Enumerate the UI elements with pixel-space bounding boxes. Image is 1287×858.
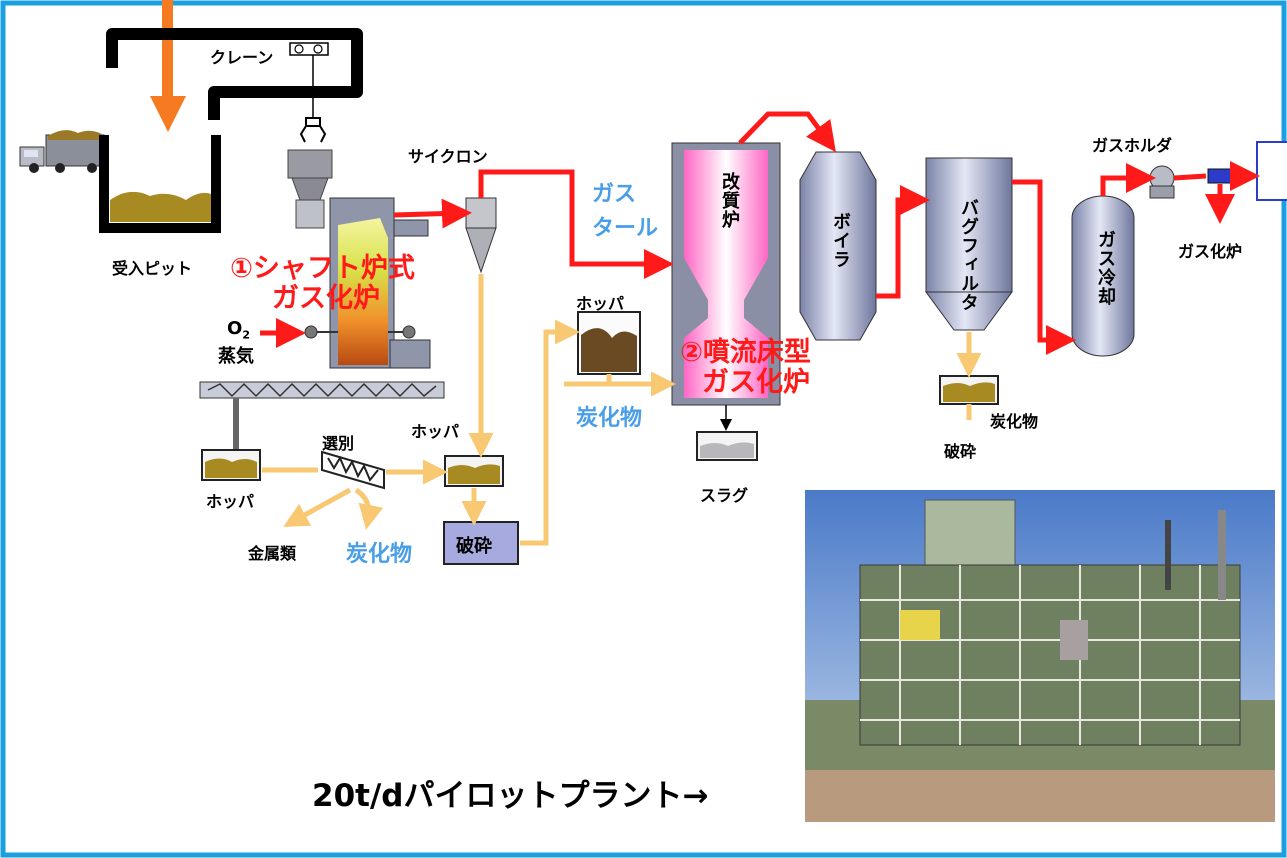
gas-holder-label: ガスホルダ [1092, 136, 1173, 155]
crane-label: クレーン [210, 48, 274, 67]
hopper-3 [577, 311, 641, 375]
steam-label: 蒸気 [218, 346, 254, 367]
shaft-furnace-title-line2: ガス化炉 [272, 283, 380, 314]
bag-filter-vessel [925, 157, 1013, 331]
to-gasifier-label: ガス化炉 [1178, 242, 1243, 261]
cyclone-icon [465, 197, 497, 274]
shaft-furnace-title-line1: ①シャフト炉式 [230, 253, 415, 284]
feed-arrow [150, 0, 186, 132]
solid-lines [262, 274, 982, 546]
crane-rail [106, 28, 363, 120]
bag-filter-label: バグフィルタ [958, 198, 979, 312]
reformer-vessel [671, 142, 781, 406]
hopper-label-middle: ホッパ [411, 422, 460, 441]
truck-icon [19, 130, 105, 173]
pit-label: 受入ピット [112, 259, 193, 278]
o2-text: O [227, 318, 243, 339]
gas-cooling-label: ガス冷却 [1095, 230, 1116, 306]
hopper-2 [444, 455, 504, 487]
gas-label: ガス [592, 182, 637, 207]
reformer-label: 改質炉 [719, 172, 740, 229]
sorting-label: 選別 [322, 434, 355, 453]
shaft-furnace [287, 149, 431, 369]
boiler-label: ボイラ [830, 212, 851, 269]
hopper-label-left: ホッパ [206, 492, 255, 511]
char-label-right: 炭化物 [990, 412, 1039, 431]
slag-label: スラグ [700, 486, 749, 505]
gas-lines [393, 111, 1260, 355]
photo-caption: 20t/dパイロットプラント→ [312, 778, 709, 814]
plant-photo-icon [805, 490, 1275, 822]
entrained-bed-title-line2: ガス化炉 [702, 367, 810, 398]
gas-holder-box [1256, 141, 1287, 201]
receiving-pit [99, 135, 221, 233]
o2-subscript: 2 [242, 328, 250, 342]
crush-label-box: 破砕 [456, 536, 492, 557]
cyclone-label: サイクロン [408, 147, 488, 166]
slag-hopper [696, 405, 758, 461]
tar-label: タール [592, 216, 659, 241]
gas-blower-icon [1149, 165, 1235, 199]
char-label-middle: 炭化物 [576, 406, 643, 431]
o2-label: O2 [227, 318, 250, 342]
metals-label: 金属類 [248, 544, 297, 563]
char-label-bottom: 炭化物 [346, 542, 413, 567]
sorter-icon [321, 450, 385, 490]
crane-grab-icon [299, 117, 327, 143]
hopper-4 [939, 375, 999, 405]
screw-conveyor [199, 381, 445, 450]
hopper-label-top: ホッパ [576, 294, 625, 313]
hopper-1 [201, 449, 261, 481]
crush-label-right: 破砕 [944, 442, 977, 461]
crane-trolley [289, 42, 329, 56]
entrained-bed-title-line1: ②噴流床型 [680, 337, 811, 368]
